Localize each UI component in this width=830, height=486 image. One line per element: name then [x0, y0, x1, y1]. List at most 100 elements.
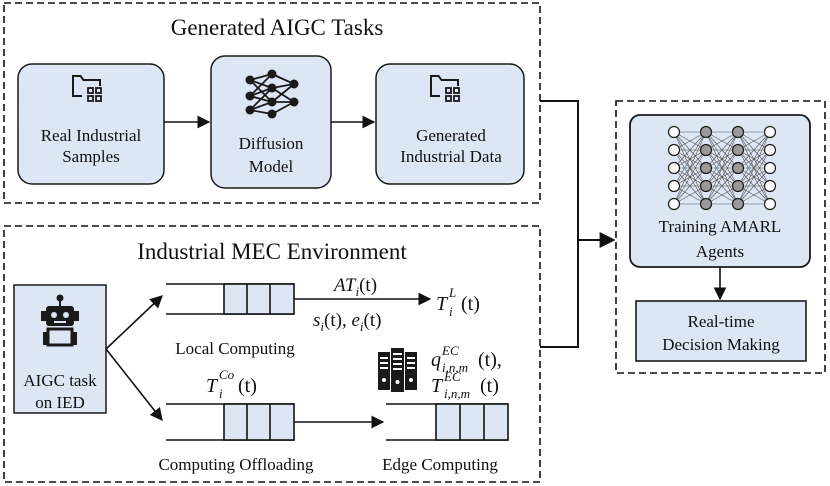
deep-network-icon: [667, 125, 777, 211]
offload-queue: [166, 403, 295, 441]
dnn-node: [667, 197, 681, 211]
edge-computing-label: Edge Computing: [382, 455, 498, 474]
dnn-edge: [737, 185, 771, 205]
dnn-edge: [737, 131, 771, 205]
server-rack-icon: [378, 348, 417, 392]
dnn-node: [731, 197, 745, 211]
connector-bottom: [540, 240, 579, 348]
dnn-edge: [673, 131, 707, 187]
ied-line2: on IED: [35, 393, 85, 412]
local-computing-label: Local Computing: [175, 339, 295, 358]
svg-text:T: T: [436, 293, 449, 315]
connector-top: [540, 100, 579, 240]
tl-label: T L i (t): [436, 285, 480, 319]
folder-grid-icon: [430, 75, 460, 102]
arrow-ied-to-offload: [105, 348, 163, 422]
svg-text:i,n,m: i,n,m: [442, 360, 468, 375]
dnn-node: [763, 125, 777, 139]
dnn-node: [667, 125, 681, 139]
svg-text:i: i: [449, 304, 453, 319]
aigc-section-frame: [3, 2, 541, 204]
dnn-node: [763, 179, 777, 193]
dnn-node: [699, 125, 713, 139]
dnn-node: [667, 143, 681, 157]
dnn-edge: [737, 131, 771, 187]
dnn-edge: [705, 131, 739, 151]
svg-text:L: L: [448, 285, 456, 300]
dnn-edge: [737, 131, 771, 151]
dnn-node: [667, 161, 681, 175]
dnn-node: [731, 179, 745, 193]
training-line2: Agents: [696, 242, 744, 261]
svg-text:EC: EC: [441, 343, 459, 358]
folder-grid-icon: [72, 75, 102, 102]
dnn-node: [699, 179, 713, 193]
real-samples-line1: Real Industrial: [41, 126, 142, 145]
diffusion-model-box: Diffusion Model: [210, 55, 332, 189]
decision-line2: Decision Making: [662, 335, 780, 354]
decision-box: Real-time Decision Making: [635, 300, 807, 362]
dnn-edge: [737, 149, 771, 205]
svg-text:T: T: [206, 375, 219, 397]
dnn-edge: [737, 131, 771, 169]
generated-data-box: Generated Industrial Data: [375, 63, 525, 185]
dnn-node: [699, 161, 713, 175]
dnn-node: [763, 161, 777, 175]
ied-box: AIGC task on IED: [13, 284, 107, 414]
diffusion-line2: Model: [249, 157, 294, 176]
dnn-edge: [673, 185, 707, 205]
at-label: ATi(t): [332, 275, 377, 299]
svg-text:i: i: [219, 386, 223, 401]
training-line1: Training AMARL: [659, 217, 782, 236]
dnn-node: [731, 143, 745, 157]
dnn-edge: [705, 167, 739, 205]
dnn-edge: [737, 167, 771, 205]
ied-line1: AIGC task: [23, 371, 97, 390]
dnn-edge: [705, 131, 739, 187]
dnn-node: [667, 179, 681, 193]
svg-text:(t): (t): [480, 375, 499, 397]
dnn-edge: [705, 185, 739, 205]
diffusion-line1: Diffusion: [239, 134, 304, 153]
dnn-edge: [705, 131, 739, 169]
svg-text:Co: Co: [219, 367, 235, 382]
real-samples-box: Real Industrial Samples: [17, 63, 165, 185]
training-box: Training AMARL Agents: [629, 114, 811, 268]
dnn-edge: [673, 149, 707, 205]
mec-section-title: Industrial MEC Environment: [137, 239, 407, 264]
dnn-edge: [673, 131, 707, 151]
edge-queue: [386, 403, 509, 441]
real-samples-line2: Samples: [62, 147, 120, 166]
robot-icon: [41, 294, 79, 347]
dnn-edge: [673, 131, 707, 205]
svg-text:T: T: [431, 375, 444, 397]
svg-text:q: q: [431, 349, 441, 371]
generated-line1: Generated: [416, 126, 486, 145]
dnn-node: [763, 143, 777, 157]
se-label: si(t), ei(t): [313, 310, 381, 334]
dnn-node: [731, 125, 745, 139]
offloading-label: Computing Offloading: [158, 455, 314, 474]
neural-network-icon: [245, 69, 299, 119]
dnn-edge: [673, 167, 707, 205]
svg-text:(t): (t): [238, 375, 257, 397]
local-queue: [166, 283, 295, 315]
q-ec-label: q EC i,n,m (t),: [431, 343, 502, 375]
dnn-edge: [705, 131, 739, 205]
agent-section-frame: [615, 100, 826, 374]
dnn-edge: [673, 131, 707, 169]
svg-text:(t),: (t),: [478, 349, 502, 371]
svg-text:i,n,m: i,n,m: [444, 386, 470, 401]
svg-text:(t): (t): [461, 293, 480, 315]
decision-line1: Real-time: [687, 312, 754, 331]
tco-label: T Co i (t): [206, 367, 257, 401]
dnn-edge: [705, 149, 739, 205]
dnn-node: [731, 161, 745, 175]
dnn-node: [699, 143, 713, 157]
t-ec-label: T EC i,n,m (t): [431, 369, 499, 401]
generated-line2: Industrial Data: [400, 147, 502, 166]
mec-section-frame: [3, 225, 541, 483]
arrow-ied-to-local: [105, 295, 163, 350]
svg-text:EC: EC: [443, 369, 461, 384]
